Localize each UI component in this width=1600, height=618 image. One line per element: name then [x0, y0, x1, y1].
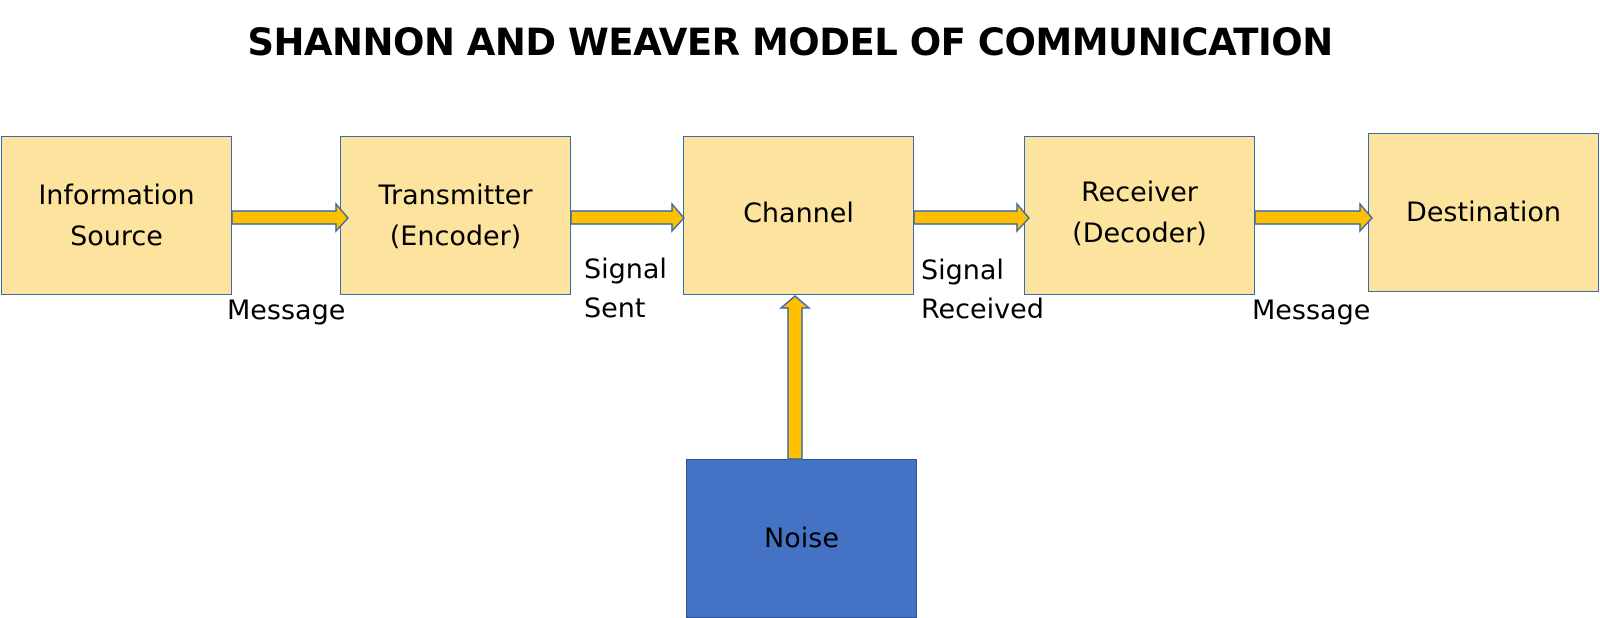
receiver-label-line-1: Receiver	[1081, 176, 1198, 208]
arrow-noise-to-channel	[778, 295, 812, 460]
arrow-receiver-to-destination	[1254, 201, 1374, 233]
channel-box: Channel	[683, 136, 914, 295]
edge-label-message-2: Message	[1252, 291, 1370, 330]
edge-label-signal-sent-line-1: Signal	[584, 254, 667, 285]
information-source-label-line-2: Source	[70, 220, 163, 252]
edge-label-signal-sent: Signal Sent	[584, 250, 667, 328]
receiver-label-line-2: (Decoder)	[1072, 217, 1207, 249]
transmitter-label-line-1: Transmitter	[378, 179, 533, 211]
arrow-source-to-transmitter	[231, 201, 350, 233]
information-source-label-line-1: Information	[38, 179, 195, 211]
channel-label: Channel	[743, 198, 854, 229]
noise-label: Noise	[764, 523, 839, 554]
transmitter-label-line-2: (Encoder)	[389, 220, 522, 252]
edge-label-message-1-text: Message	[227, 295, 346, 326]
information-source-box: Information Source	[1, 136, 232, 295]
edge-label-message-2-text: Message	[1252, 295, 1371, 326]
edge-label-message-1: Message	[227, 291, 345, 330]
arrow-channel-to-receiver	[913, 201, 1031, 233]
arrow-transmitter-to-channel	[570, 201, 686, 233]
destination-box: Destination	[1368, 133, 1599, 292]
destination-label: Destination	[1406, 197, 1561, 228]
noise-box: Noise	[686, 459, 917, 618]
edge-label-signal-received-line-1: Signal	[921, 255, 1004, 286]
edge-label-signal-sent-line-2: Sent	[584, 293, 646, 324]
edge-label-signal-received-line-2: Received	[921, 294, 1044, 325]
receiver-box: Receiver (Decoder)	[1024, 136, 1255, 295]
diagram-title: SHANNON AND WEAVER MODEL OF COMMUNICATIO…	[247, 21, 1333, 64]
transmitter-box: Transmitter (Encoder)	[340, 136, 571, 295]
edge-label-signal-received: Signal Received	[921, 251, 1044, 329]
